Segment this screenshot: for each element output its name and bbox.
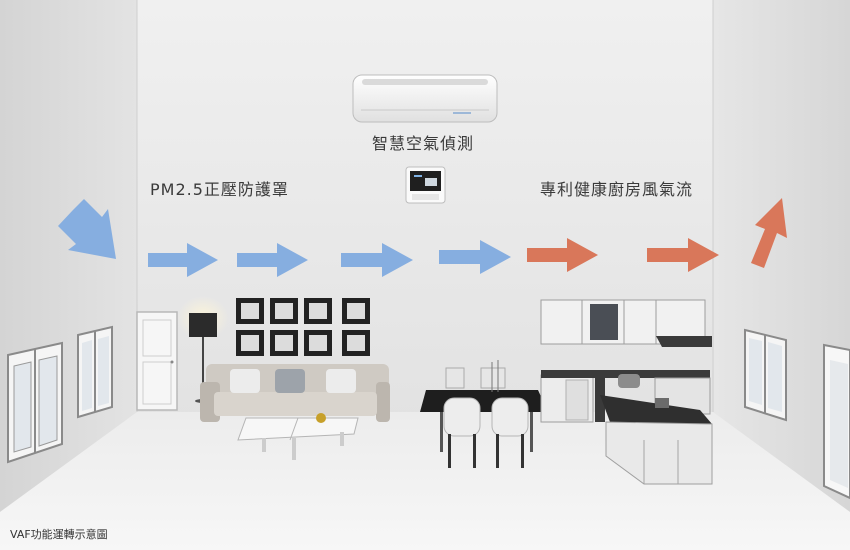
intake-arrow-1 (58, 199, 116, 259)
airflow-arrows (58, 198, 787, 277)
kitchen (540, 299, 713, 485)
exhaust-arrow-1 (527, 238, 598, 272)
left-windows (7, 325, 113, 464)
intake-arrow-2 (148, 243, 218, 277)
dining-set (420, 360, 548, 468)
exhaust-arrow-3 (751, 198, 787, 268)
right-windows (744, 328, 850, 500)
floor (0, 412, 850, 550)
figure-caption: VAF功能運轉示意圖 (10, 528, 108, 541)
intake-arrow-4 (341, 243, 413, 277)
picture-frames (236, 298, 370, 356)
pm25-shield-label: PM2.5正壓防護罩 (150, 180, 289, 199)
intake-arrow-3 (237, 243, 308, 277)
coffee-table (237, 413, 359, 460)
intake-arrow-5 (439, 240, 511, 274)
kitchen-airflow-label: 專利健康廚房風氣流 (540, 180, 694, 199)
exhaust-arrow-2 (647, 238, 719, 272)
interior-door (136, 311, 178, 411)
sofa (200, 364, 390, 422)
smart-air-detection-label: 智慧空氣偵測 (372, 134, 475, 153)
air-conditioner (352, 74, 498, 123)
wall-controller (405, 166, 446, 204)
